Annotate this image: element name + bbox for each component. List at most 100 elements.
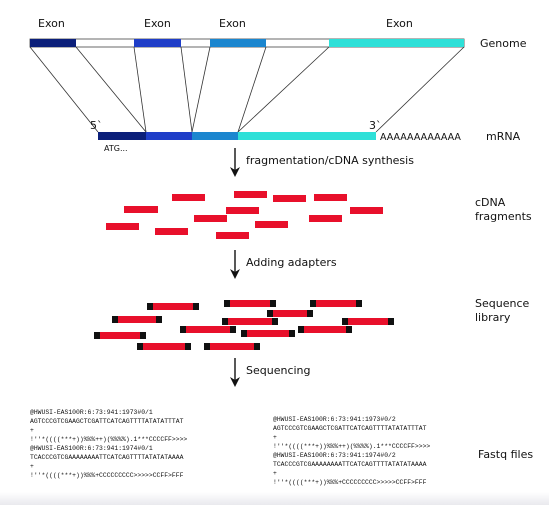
cdna-fragment — [234, 191, 267, 198]
sequencing-step-label: Sequencing — [246, 364, 311, 377]
fastq-line: @HWUSI-EAS100R:6:73:941:1973#0/1 — [30, 409, 153, 416]
library-fragment — [112, 316, 162, 323]
fastq-line: !''*((((***+))%%%++)(%%%%).1***CCCCFF>>>… — [273, 443, 430, 450]
adapter-left — [94, 332, 100, 339]
adapter-left — [310, 300, 316, 307]
five-prime-label: 5` — [90, 119, 103, 132]
cdna-fragment — [124, 206, 158, 213]
exon-label-2: Exon — [144, 17, 171, 30]
adapter-left — [241, 330, 247, 337]
adapter-left — [298, 326, 304, 333]
adapter-right — [272, 318, 278, 325]
cdna-fragment — [314, 194, 347, 201]
genome-exon-4 — [329, 39, 464, 47]
library-fragment — [298, 326, 352, 333]
library-fragment-insert — [153, 303, 193, 310]
fastq-stage-label: Fastq files — [478, 448, 533, 461]
fastq-line: !''*((((***+))%%%+CCCCCCCCC>>>>>CCFF>FFF — [273, 479, 427, 486]
mrna-exon-1 — [98, 132, 146, 140]
library-fragment-insert — [143, 343, 185, 350]
library-fragment — [222, 318, 278, 325]
adapter-right — [289, 330, 295, 337]
bottom-edge-shadow — [0, 492, 549, 505]
fastq-line: @HWUSI-EAS100R:6:73:941:1974#0/2 — [273, 452, 396, 459]
mrna-bar — [98, 132, 376, 140]
library-fragment-insert — [348, 318, 388, 325]
fastq-line: @HWUSI-EAS100R:6:73:941:1974#0/1 — [30, 445, 153, 452]
adapter-right — [307, 310, 313, 317]
mrna-exon-4 — [238, 132, 376, 140]
adapter-left — [224, 300, 230, 307]
sequence-library — [94, 300, 394, 350]
fragmentation-step-label: fragmentation/cDNA synthesis — [246, 154, 414, 167]
cdna-stage-label-line1: cDNA — [475, 196, 506, 209]
exon-label-3: Exon — [219, 17, 246, 30]
splice-connector-lines — [29, 46, 465, 133]
library-fragment-insert — [210, 343, 254, 350]
genome-exon-1 — [30, 39, 76, 47]
exon-label-1: Exon — [38, 17, 65, 30]
adapter-right — [346, 326, 352, 333]
library-fragment — [342, 318, 394, 325]
fastq-line: + — [30, 427, 34, 434]
adapter-right — [156, 316, 162, 323]
fastq-line: TCACCCGTCGAAAAAAAATTCATCAGTTTTATATATAAAA — [273, 461, 427, 468]
library-fragment-insert — [118, 316, 156, 323]
cdna-fragments — [106, 191, 383, 239]
polya-tail: AAAAAAAAAAAA — [380, 132, 461, 143]
fastq-line: + — [273, 434, 277, 441]
cdna-fragment — [106, 223, 139, 230]
library-fragment-insert — [304, 326, 346, 333]
library-fragment-insert — [100, 332, 140, 339]
mrna-exon-3 — [192, 132, 238, 140]
library-stage-label-line1: Sequence — [475, 297, 529, 310]
cdna-fragment — [216, 232, 249, 239]
adapter-left — [147, 303, 153, 310]
fastq-line: + — [30, 463, 34, 470]
adapter-left — [204, 343, 210, 350]
library-fragment-insert — [228, 318, 272, 325]
adapter-left — [267, 310, 273, 317]
fastq-line: @HWUSI-EAS100R:6:73:941:1973#0/2 — [273, 416, 396, 423]
fastq-line: + — [273, 470, 277, 477]
library-stage-label-line2: library — [475, 311, 511, 324]
library-fragment — [224, 300, 276, 307]
genome-exon-2 — [134, 39, 181, 47]
cdna-stage-label-line2: fragments — [475, 210, 532, 223]
cdna-fragment — [255, 221, 288, 228]
adapter-right — [193, 303, 199, 310]
adapter-right — [270, 300, 276, 307]
library-fragment — [204, 343, 260, 350]
start-codon-label: ATG... — [104, 144, 128, 153]
fastq-line: AGTCCCGTCGAAGCTCGATTCATCAGTTTTATATATTTAT — [273, 425, 427, 432]
cdna-fragment — [309, 215, 342, 222]
fastq-file-2: @HWUSI-EAS100R:6:73:941:1973#0/2 AGTCCCG… — [273, 416, 430, 486]
cdna-fragment — [155, 228, 188, 235]
library-fragment — [241, 330, 295, 337]
library-fragment — [137, 343, 191, 350]
adapter-left — [137, 343, 143, 350]
adapter-left — [112, 316, 118, 323]
fastq-line: !''*((((***+))%%%+CCCCCCCCC>>>>>CCFF>FFF — [30, 472, 184, 479]
library-fragment — [94, 332, 146, 339]
genome-bar — [29, 38, 465, 48]
fastq-line: AGTCCCGTCGAAGCTCGATTCATCAGTTTTATATATTTAT — [30, 418, 184, 425]
library-fragment-insert — [247, 330, 289, 337]
cdna-fragment — [273, 195, 306, 202]
exon-label-4: Exon — [386, 17, 413, 30]
library-fragment — [180, 326, 236, 333]
mrna-label: mRNA — [486, 130, 521, 143]
adapter-right — [254, 343, 260, 350]
fastq-line: !''*((((***+))%%%++)(%%%%).1***CCCCFF>>>… — [30, 436, 187, 443]
adapter-right — [230, 326, 236, 333]
adapter-right — [140, 332, 146, 339]
adapter-right — [356, 300, 362, 307]
adapter-left — [342, 318, 348, 325]
library-fragment-insert — [273, 310, 307, 317]
cdna-fragment — [172, 194, 205, 201]
genome-label: Genome — [480, 37, 527, 50]
fastq-line: TCACCCGTCGAAAAAAAATTCATCAGTTTTATATATAAAA — [30, 454, 184, 461]
adapters-step-label: Adding adapters — [246, 256, 337, 269]
library-fragment — [147, 303, 199, 310]
